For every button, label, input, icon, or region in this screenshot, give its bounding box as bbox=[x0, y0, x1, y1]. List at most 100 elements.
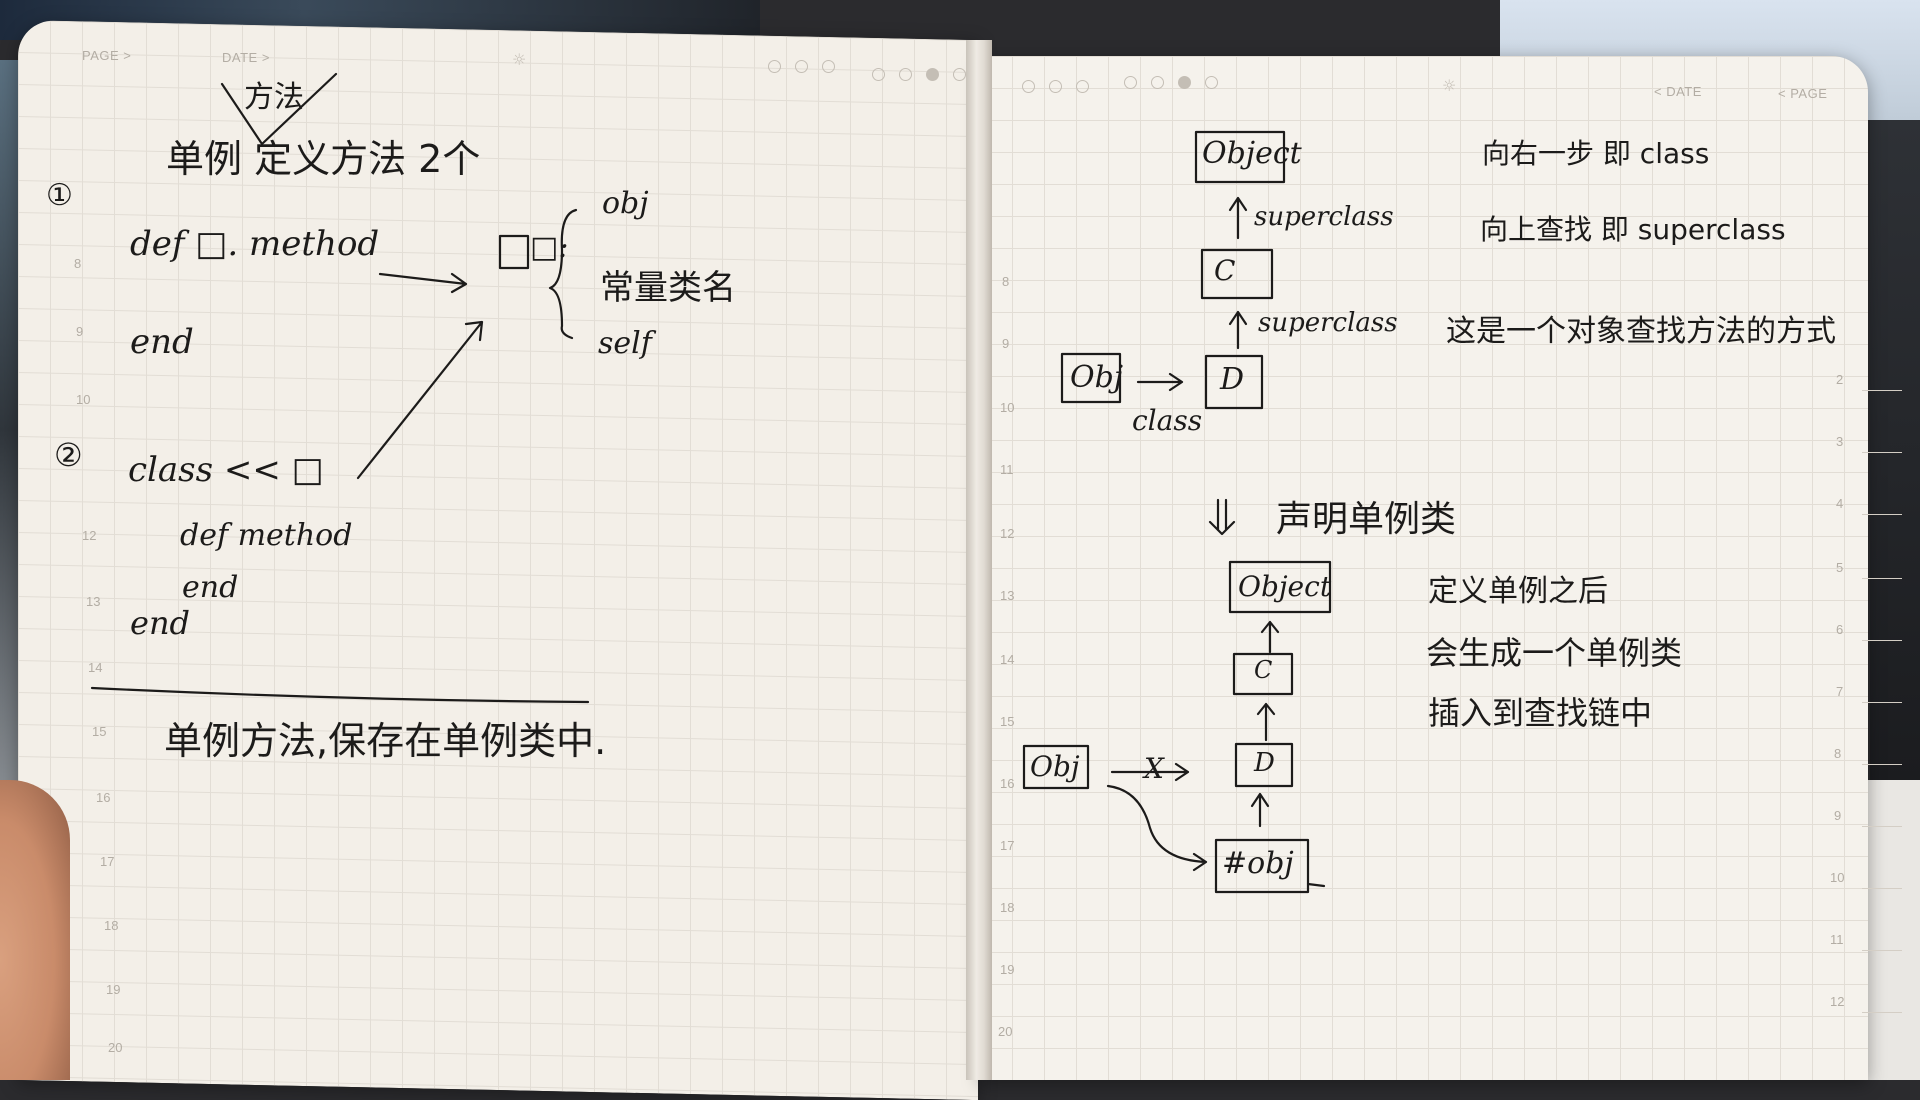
arrow-up-icon bbox=[1228, 310, 1248, 350]
tab-number: 4 bbox=[1836, 496, 1844, 511]
line-number: 10 bbox=[76, 392, 91, 407]
line-number: 18 bbox=[104, 918, 119, 933]
line-number: 9 bbox=[1002, 336, 1010, 351]
tab-number: 6 bbox=[1836, 622, 1844, 637]
line-number: 10 bbox=[1000, 400, 1015, 415]
note-lookup-method: 这是一个对象查找方法的方式 bbox=[1446, 314, 1836, 349]
line-number: 13 bbox=[1000, 588, 1015, 603]
class-arrow-label: class bbox=[1132, 404, 1203, 437]
line-number: 17 bbox=[1000, 838, 1015, 853]
d-box bbox=[1204, 354, 1264, 410]
dot-icon bbox=[1124, 76, 1137, 89]
arrow-up-icon bbox=[1256, 702, 1276, 742]
edge-tab bbox=[1862, 1012, 1902, 1013]
note-insert-chain: 插入到查找链中 bbox=[1428, 694, 1653, 732]
obj-label-2: Obj bbox=[1030, 750, 1080, 783]
page-title: 单例 定义方法 2个 bbox=[166, 137, 481, 181]
edge-tab bbox=[1862, 640, 1902, 641]
end-line-1: end bbox=[130, 322, 194, 362]
marker-2: ② bbox=[54, 436, 83, 474]
edge-tab bbox=[1862, 950, 1902, 951]
line-number: 14 bbox=[88, 660, 103, 675]
note-up-superclass: 向上查找 即 superclass bbox=[1480, 213, 1786, 246]
dot-icon bbox=[953, 68, 966, 81]
singleton-tail bbox=[1306, 882, 1326, 888]
section-title: 声明单例类 bbox=[1276, 499, 1457, 540]
edge-tab bbox=[1862, 514, 1902, 515]
arrow-icon bbox=[378, 272, 468, 294]
background-monitor-stand bbox=[1870, 120, 1920, 780]
dot-icon bbox=[1178, 76, 1191, 89]
arrow-right-icon bbox=[1136, 372, 1184, 392]
edge-tab bbox=[1862, 452, 1902, 453]
note-right-class: 向右一步 即 class bbox=[1482, 137, 1710, 170]
object-label-2: Object bbox=[1238, 570, 1332, 603]
tab-number: 10 bbox=[1830, 870, 1845, 885]
left-page-dots-2 bbox=[872, 68, 966, 81]
divider-line bbox=[90, 686, 590, 704]
brace-option-obj: obj bbox=[602, 186, 649, 221]
dot-icon bbox=[899, 68, 912, 81]
tab-number: 2 bbox=[1836, 372, 1844, 387]
dot-icon bbox=[795, 60, 808, 73]
brace-option-self: self bbox=[598, 326, 652, 361]
arrow-up-icon bbox=[1250, 792, 1270, 828]
line-number: 20 bbox=[108, 1040, 123, 1055]
edge-tab bbox=[1862, 702, 1902, 703]
arrow-up-icon bbox=[1260, 620, 1280, 654]
dot-icon bbox=[872, 68, 885, 81]
obj-box-2 bbox=[1022, 744, 1090, 790]
box-shape bbox=[498, 234, 530, 270]
line-number: 8 bbox=[74, 256, 82, 271]
dot-icon bbox=[1049, 80, 1062, 93]
object-box bbox=[1194, 130, 1286, 184]
singleton-box bbox=[1214, 838, 1310, 894]
d-label-2: D bbox=[1254, 748, 1275, 778]
edge-tab bbox=[1862, 826, 1902, 827]
cross-mark: X bbox=[1144, 752, 1164, 785]
edge-tab bbox=[1862, 578, 1902, 579]
dot-icon bbox=[1151, 76, 1164, 89]
def-method-line: def method bbox=[180, 518, 353, 553]
obj-box bbox=[1060, 352, 1122, 404]
line-number: 11 bbox=[1000, 462, 1014, 477]
end-line-3: end bbox=[130, 604, 191, 642]
right-page-label: < PAGE bbox=[1778, 86, 1828, 101]
line-number: 14 bbox=[1000, 652, 1015, 667]
checkmark-stroke bbox=[220, 72, 338, 146]
line-number: 17 bbox=[100, 854, 115, 869]
line-number: 16 bbox=[96, 790, 111, 805]
left-date-label: DATE > bbox=[222, 50, 270, 65]
object-box-2 bbox=[1228, 560, 1332, 614]
edge-tab bbox=[1862, 764, 1902, 765]
dot-icon bbox=[1076, 80, 1089, 93]
left-page-label: PAGE > bbox=[82, 48, 132, 63]
tab-number: 11 bbox=[1830, 932, 1844, 947]
arrow-icon bbox=[356, 320, 484, 480]
edge-tab bbox=[1862, 390, 1902, 391]
line-number: 12 bbox=[82, 528, 97, 543]
sun-icon: ☼ bbox=[1442, 76, 1457, 95]
line-number: 15 bbox=[92, 724, 107, 739]
tab-number: 3 bbox=[1836, 434, 1844, 449]
tab-number: 9 bbox=[1834, 808, 1842, 823]
marker-1: ① bbox=[46, 178, 73, 213]
line-number: 8 bbox=[1002, 274, 1010, 289]
c-label-2: C bbox=[1254, 656, 1273, 684]
line-number: 18 bbox=[1000, 900, 1015, 915]
obj-label: Obj bbox=[1070, 360, 1124, 395]
curved-arrow-icon bbox=[1106, 784, 1208, 872]
c-box-2 bbox=[1232, 652, 1294, 696]
tab-number: 12 bbox=[1830, 994, 1845, 1009]
dot-icon bbox=[1022, 80, 1035, 93]
box-label: □: bbox=[530, 230, 569, 265]
def-line: def □. method bbox=[130, 224, 380, 264]
background-desk bbox=[1860, 780, 1920, 1080]
annotation-above: 方法 bbox=[244, 80, 304, 115]
sun-icon: ☼ bbox=[512, 50, 527, 69]
right-page-dots-2 bbox=[1124, 76, 1218, 89]
object-label: Object bbox=[1202, 136, 1302, 171]
line-number: 12 bbox=[1000, 526, 1015, 541]
hand bbox=[0, 780, 70, 1080]
